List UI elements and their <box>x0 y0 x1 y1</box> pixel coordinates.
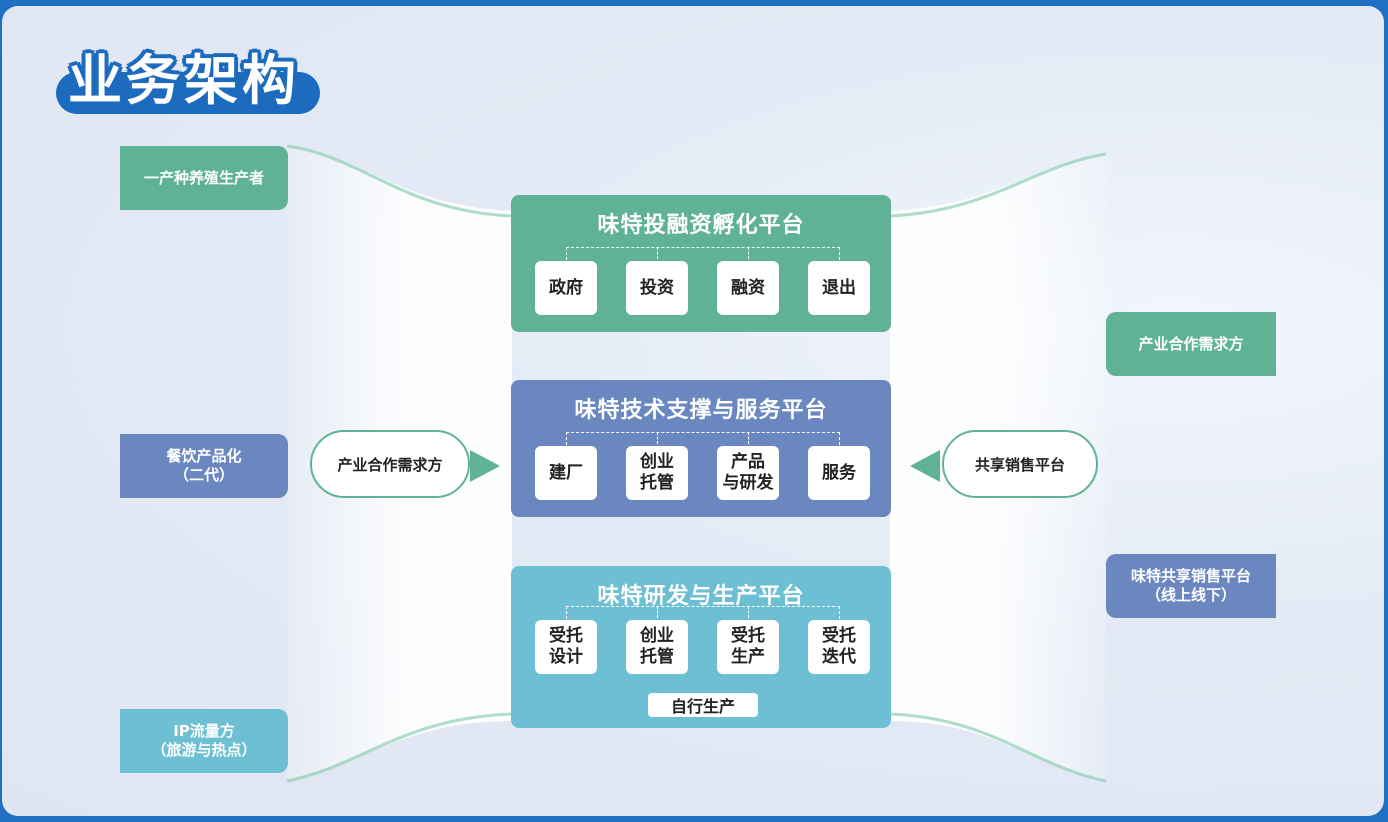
right-input-pill: 共享销售平台 <box>942 430 1098 498</box>
platform-item: 政府 <box>535 261 597 315</box>
left-source-producers: 一产种养殖生产者 <box>120 146 288 210</box>
right-target-industry-partner: 产业合作需求方 <box>1106 312 1276 376</box>
platform-connector <box>566 432 840 445</box>
self-production-label: 自行生产 <box>648 693 758 717</box>
platform-connector <box>566 606 840 619</box>
platform-tech-support: 味特技术支撑与服务平台 建厂 创业 托管 产品 与研发 服务 <box>511 380 891 517</box>
right-target-shared-sales: 味特共享销售平台 （线上线下） <box>1106 554 1276 618</box>
platform-connector-tick <box>748 247 749 259</box>
platform-item: 投资 <box>626 261 688 315</box>
platform-connector-tick <box>748 606 749 618</box>
platform-title: 味特研发与生产平台 <box>597 584 805 609</box>
right-flow-edge-2 <box>889 712 1107 783</box>
right-input-arrow <box>910 450 940 482</box>
platform-item: 服务 <box>808 446 870 500</box>
platform-item: 受托 迭代 <box>808 620 870 674</box>
left-source-catering: 餐饮产品化 （二代） <box>120 434 288 498</box>
platform-connector-tick <box>657 247 658 259</box>
platform-title: 味特投融资孵化平台 <box>597 213 805 238</box>
platform-connector-tick <box>748 432 749 444</box>
left-flow-edge-2 <box>286 712 513 783</box>
platform-connector-tick <box>657 432 658 444</box>
platform-title: 味特技术支撑与服务平台 <box>574 398 828 423</box>
platform-item: 融资 <box>717 261 779 315</box>
diagram-canvas: 业务架构 一产种养殖生产者 餐饮产品化 （二代） IP流量方 （旅游与热点） 产… <box>2 6 1384 816</box>
title-badge <box>56 72 320 114</box>
platform-item: 受托 设计 <box>535 620 597 674</box>
platform-rd-production: 味特研发与生产平台 受托 设计 创业 托管 受托 生产 受托 迭代 自行生产 <box>511 566 891 728</box>
right-flow-edge-1 <box>889 152 1107 218</box>
page-title: 业务架构 <box>68 49 300 112</box>
platform-item: 创业 托管 <box>626 446 688 500</box>
platform-item: 产品 与研发 <box>717 446 779 500</box>
platform-investment: 味特投融资孵化平台 政府 投资 融资 退出 <box>511 195 891 332</box>
platform-item: 受托 生产 <box>717 620 779 674</box>
left-source-ip-traffic: IP流量方 （旅游与热点） <box>120 709 288 773</box>
left-input-arrow <box>470 450 500 482</box>
platform-item: 建厂 <box>535 446 597 500</box>
platform-connector-tick <box>657 606 658 618</box>
platform-item: 退出 <box>808 261 870 315</box>
left-input-pill: 产业合作需求方 <box>310 430 470 498</box>
platform-connector <box>566 247 840 260</box>
platform-item: 创业 托管 <box>626 620 688 674</box>
left-flow-edge-1 <box>286 144 513 218</box>
